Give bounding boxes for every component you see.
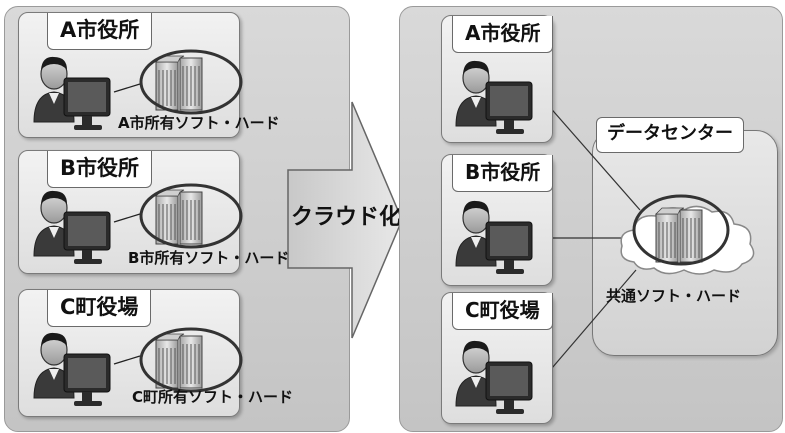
person-at-computer-icon <box>455 200 533 275</box>
person-at-computer-icon <box>455 60 533 135</box>
highlight-ellipse <box>139 327 243 393</box>
data-center-title: データセンター <box>596 117 744 153</box>
office-title: C町役場 <box>47 290 152 327</box>
owned-software-hardware-label: B市所有ソフト・ハード <box>128 249 290 267</box>
highlight-ellipse <box>632 194 730 266</box>
office-title: A市役所 <box>47 13 153 50</box>
owned-connector-line <box>113 213 141 223</box>
highlight-ellipse <box>139 183 243 249</box>
office-title: B市役所 <box>47 151 153 188</box>
owned-software-hardware-label: A市所有ソフト・ハード <box>118 114 280 132</box>
right-office-b: B市役所 <box>441 154 554 286</box>
owned-software-hardware-label: C町所有ソフト・ハード <box>132 388 294 406</box>
person-at-computer-icon <box>455 340 533 415</box>
right-arrow-icon <box>287 101 403 339</box>
highlight-ellipse <box>139 49 243 115</box>
office-title: A市役所 <box>452 16 554 53</box>
office-title: B市役所 <box>452 155 554 192</box>
shared-software-hardware-label: 共通ソフト・ハード <box>606 287 742 305</box>
cloudification-label: クラウド化 <box>291 205 402 230</box>
owned-connector-line <box>113 355 141 365</box>
owned-connector-line <box>113 83 141 93</box>
office-title: C町役場 <box>452 293 553 330</box>
